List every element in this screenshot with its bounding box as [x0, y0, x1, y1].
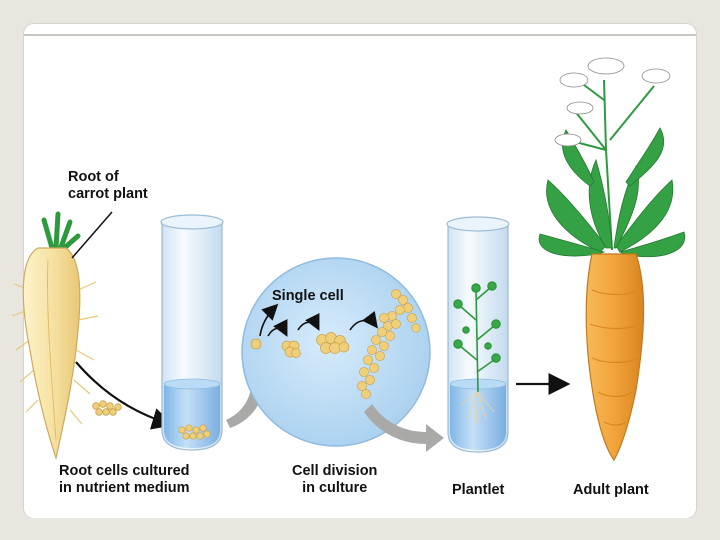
root-pointer-line — [71, 211, 113, 259]
label-cell-division: Cell division in culture — [292, 463, 378, 496]
culture-dish — [241, 257, 431, 447]
carrot-root-illustration — [11, 211, 99, 461]
isolated-root-cells — [92, 400, 122, 416]
plantlet-illustration — [453, 281, 501, 393]
culture-tube-2 — [446, 216, 510, 453]
label-adult-plant: Adult plant — [573, 482, 649, 498]
single-cell — [250, 338, 262, 350]
label-root-of-carrot: Root of carrot plant — [68, 169, 148, 202]
arrow-root-to-tube — [75, 361, 175, 430]
adult-carrot-illustration — [538, 57, 686, 462]
arrow-dish-to-tube — [364, 404, 444, 452]
slide-top-rule — [24, 34, 696, 36]
label-single-cell: Single cell — [272, 288, 344, 304]
culture-tube-1 — [160, 214, 224, 451]
bottom-band — [0, 518, 720, 540]
label-root-cells-cultured: Root cells cultured in nutrient medium — [59, 463, 190, 496]
label-plantlet: Plantlet — [452, 482, 505, 498]
